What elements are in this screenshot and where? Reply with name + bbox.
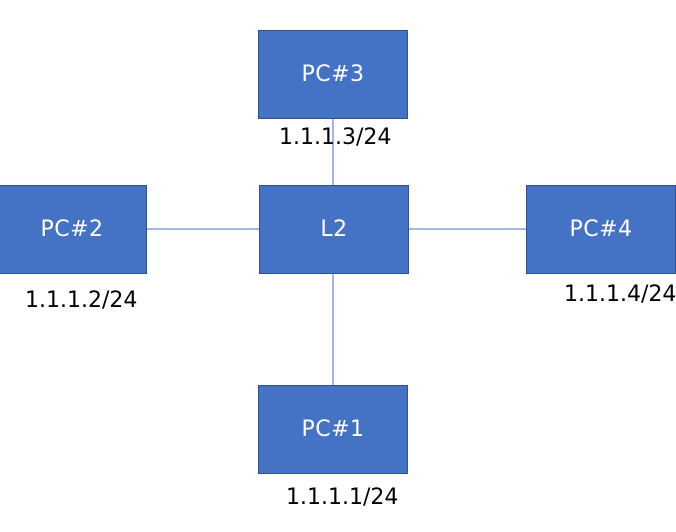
address-pc1: 1.1.1.1/24	[286, 485, 399, 510]
node-pc4-label: PC#4	[569, 217, 633, 242]
node-pc4: PC#4	[526, 185, 676, 274]
node-pc2-label: PC#2	[40, 217, 104, 242]
address-pc2: 1.1.1.2/24	[25, 288, 138, 313]
node-pc3-label: PC#3	[301, 62, 365, 87]
address-pc4: 1.1.1.4/24	[564, 282, 676, 307]
node-pc2: PC#2	[0, 185, 147, 274]
node-pc1-label: PC#1	[301, 417, 365, 442]
node-pc1: PC#1	[258, 385, 408, 474]
node-pc3: PC#3	[258, 30, 408, 119]
address-pc3: 1.1.1.3/24	[279, 125, 392, 150]
node-l2-switch: L2	[259, 185, 409, 274]
node-l2-label: L2	[320, 217, 348, 242]
